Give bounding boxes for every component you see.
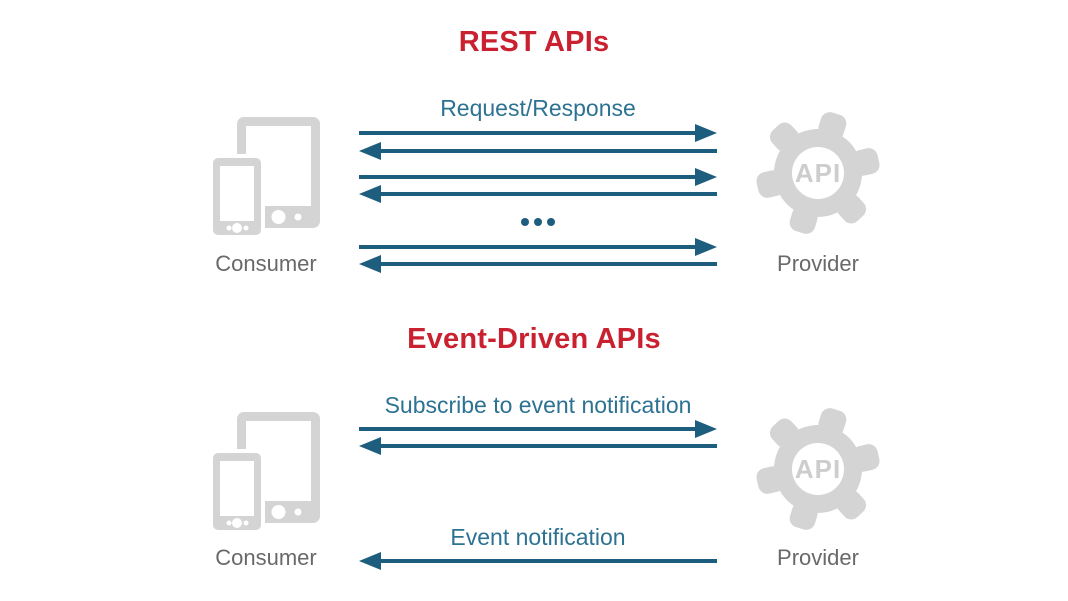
ellipsis-dots xyxy=(521,218,555,226)
response-arrow-3 xyxy=(381,262,717,266)
response-arrow-1 xyxy=(381,149,717,153)
request-arrow-2 xyxy=(359,175,695,179)
event-provider-label: Provider xyxy=(777,545,859,570)
request-response-label: Request/Response xyxy=(440,95,636,121)
api-badge-text: API xyxy=(795,158,841,188)
subscribe-label: Subscribe to event notification xyxy=(384,392,692,418)
request-arrow-1 xyxy=(359,131,695,135)
rest-consumer-label: Consumer xyxy=(215,251,317,276)
event-consumer-label: Consumer xyxy=(215,545,317,570)
api-gear-icon: API xyxy=(756,112,880,234)
rest-section-title: REST APIs xyxy=(458,26,610,58)
event-notification-label: Event notification xyxy=(450,524,626,550)
api-badge-text: API xyxy=(795,454,841,484)
consumer-devices-icon xyxy=(209,412,320,534)
event-section-title: Event-Driven APIs xyxy=(407,323,661,355)
event-notification-arrow xyxy=(381,559,717,563)
consumer-devices-icon xyxy=(209,117,320,239)
rest-provider-label: Provider xyxy=(777,251,859,276)
api-gear-icon: API xyxy=(756,408,880,530)
subscribe-ack-arrow xyxy=(381,444,717,448)
subscribe-arrow xyxy=(359,427,695,431)
response-arrow-2 xyxy=(381,192,717,196)
request-arrow-3 xyxy=(359,245,695,249)
